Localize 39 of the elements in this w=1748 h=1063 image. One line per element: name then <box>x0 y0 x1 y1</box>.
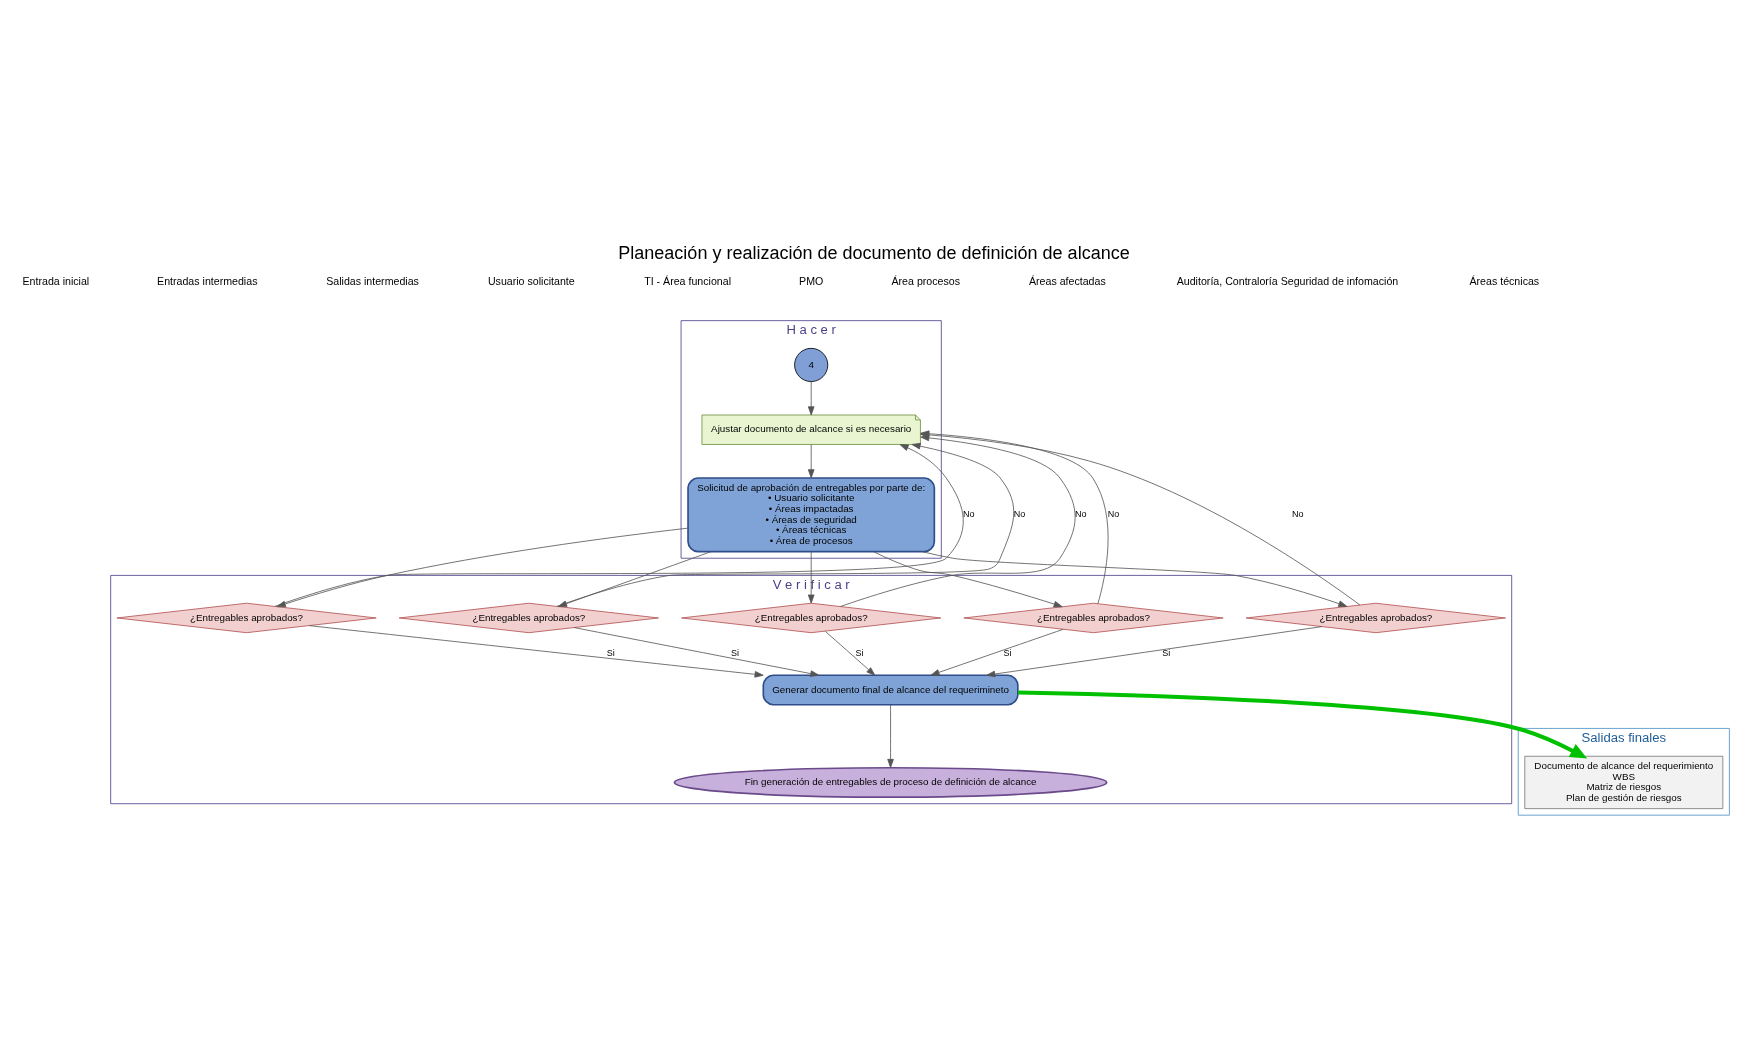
edge-label: No <box>1075 509 1087 520</box>
arrow <box>873 551 1063 608</box>
arrow <box>921 551 1348 607</box>
diagram-title: Planeación y realización de documento de definición de alcance <box>618 242 1130 263</box>
node-circle: 4 <box>794 347 829 382</box>
arrow <box>824 630 876 676</box>
edge-label: Si <box>1162 648 1171 659</box>
edge-label: Si <box>855 648 864 659</box>
label: TI - Área funcional <box>644 274 732 287</box>
node-box: Generar documento final de alcance del requerimineto <box>762 674 1019 706</box>
node-ellipse: Fin generación de entregables de proceso de definición de alcance <box>673 766 1108 798</box>
label: Entradas intermedias <box>157 274 258 287</box>
label: Áreas técnicas <box>1469 274 1540 287</box>
arrow <box>308 625 764 678</box>
arrow <box>1018 690 1588 759</box>
edge-label: No <box>1107 509 1120 520</box>
label: PMO <box>799 274 824 287</box>
arrow <box>986 626 1323 678</box>
edge-label: No <box>1013 509 1026 520</box>
label: Área procesos <box>891 274 961 287</box>
arrow <box>573 627 820 677</box>
label: Salidas intermedias <box>326 274 419 287</box>
arrow <box>930 628 1064 676</box>
label: Auditoría, Contraloría Seguridad de infomación <box>1176 274 1399 287</box>
label: Entrada inicial <box>22 274 90 287</box>
edge-label: Si <box>731 648 740 659</box>
node-box: Documento de alcance del requerimiento WBS Matriz de riesgos Plan de gestión de riesgos <box>1524 755 1724 810</box>
edge-label: No <box>1291 509 1304 520</box>
edge-label: Si <box>1003 648 1012 659</box>
arrow <box>807 381 815 416</box>
node-box: Solicitud de aprobación de entregables por parte de: • Usuario solicitante • Áreas impactadas • Áreas de seguridad • Áreas técnicas • Área de procesos <box>687 477 936 553</box>
node-diamond: ¿Entregables aprobados? <box>681 602 942 634</box>
label: Usuario solicitante <box>487 274 575 287</box>
edge-label: No <box>962 509 975 520</box>
arrow <box>807 551 815 604</box>
arrow <box>807 444 815 479</box>
arrow <box>887 704 894 768</box>
label: Áreas afectadas <box>1028 274 1106 287</box>
edge-label: Si <box>606 648 615 659</box>
